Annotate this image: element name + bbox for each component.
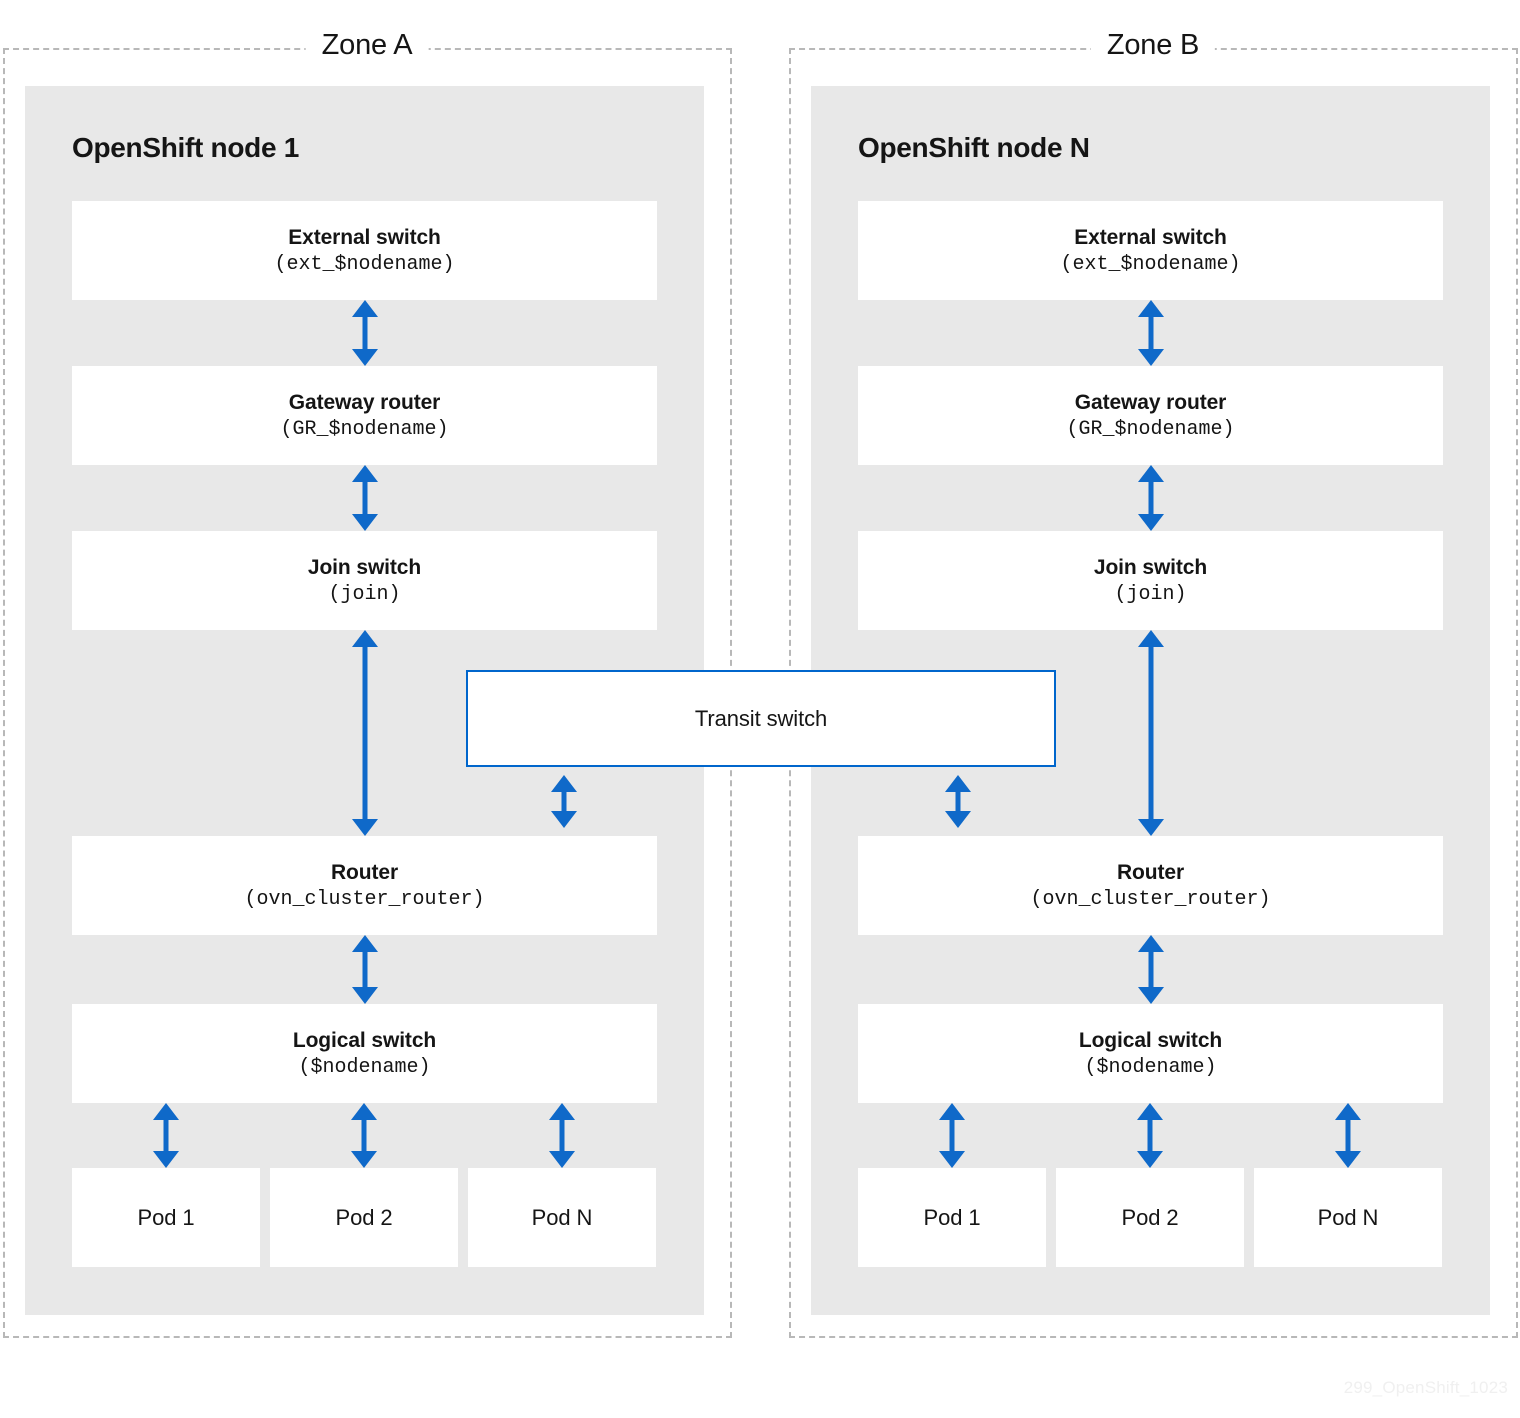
arrow-logical-switch-pod-a-1	[153, 1103, 179, 1168]
arrow-gateway-join-a	[351, 465, 378, 531]
logical-switch-box-a: Logical switch ($nodename)	[72, 1004, 657, 1103]
pod-label-b-1: Pod 1	[923, 1204, 981, 1230]
arrow-logical-switch-pod-a-3	[549, 1103, 575, 1168]
external-switch-subtitle-b: (ext_$nodename)	[1060, 252, 1241, 276]
router-box-a: Router (ovn_cluster_router)	[72, 836, 657, 935]
gateway-router-box-a: Gateway router (GR_$nodename)	[72, 366, 657, 465]
arrow-external-gateway-a	[351, 300, 378, 366]
arrow-logical-switch-pod-b-1	[939, 1103, 965, 1168]
arrow-transit-router-b	[945, 775, 971, 828]
arrow-router-logical-switch-b	[1137, 935, 1164, 1004]
arrow-join-router-b	[1137, 630, 1164, 836]
pod-label-b-3: Pod N	[1317, 1204, 1379, 1230]
gateway-router-title-a: Gateway router	[288, 390, 441, 414]
transit-switch-box: Transit switch	[466, 670, 1056, 767]
join-switch-subtitle-b: (join)	[1114, 582, 1187, 606]
pod-box-b-3: Pod N	[1254, 1168, 1442, 1267]
pod-box-b-1: Pod 1	[858, 1168, 1046, 1267]
arrow-gateway-join-b	[1137, 465, 1164, 531]
join-switch-subtitle-a: (join)	[328, 582, 401, 606]
pod-label-a-3: Pod N	[531, 1204, 593, 1230]
external-switch-title-a: External switch	[288, 225, 441, 249]
figure-id-watermark: 299_OpenShift_1023	[1343, 1378, 1508, 1397]
pod-label-a-1: Pod 1	[137, 1204, 195, 1230]
external-switch-box-b: External switch (ext_$nodename)	[858, 201, 1443, 300]
external-switch-title-b: External switch	[1074, 225, 1227, 249]
logical-switch-subtitle-a: ($nodename)	[298, 1055, 431, 1079]
arrow-logical-switch-pod-b-3	[1335, 1103, 1361, 1168]
logical-switch-title-a: Logical switch	[292, 1028, 437, 1052]
arrow-external-gateway-b	[1137, 300, 1164, 366]
router-title-b: Router	[1116, 860, 1185, 884]
router-box-b: Router (ovn_cluster_router)	[858, 836, 1443, 935]
node-title-b: OpenShift node N	[858, 132, 1090, 163]
pod-label-a-2: Pod 2	[335, 1204, 393, 1230]
pod-box-b-2: Pod 2	[1056, 1168, 1244, 1267]
router-title-a: Router	[330, 860, 399, 884]
logical-switch-title-b: Logical switch	[1078, 1028, 1223, 1052]
router-subtitle-a: (ovn_cluster_router)	[244, 887, 485, 911]
node-title-a: OpenShift node 1	[72, 132, 299, 163]
join-switch-title-b: Join switch	[1093, 555, 1208, 579]
pod-box-a-2: Pod 2	[270, 1168, 458, 1267]
zone-a-label: Zone A	[305, 24, 429, 66]
external-switch-subtitle-a: (ext_$nodename)	[274, 252, 455, 276]
pod-box-a-1: Pod 1	[72, 1168, 260, 1267]
transit-switch-label: Transit switch	[694, 705, 828, 731]
arrow-logical-switch-pod-b-2	[1137, 1103, 1163, 1168]
router-subtitle-b: (ovn_cluster_router)	[1030, 887, 1271, 911]
join-switch-box-a: Join switch (join)	[72, 531, 657, 630]
logical-switch-subtitle-b: ($nodename)	[1084, 1055, 1217, 1079]
arrow-router-logical-switch-a	[351, 935, 378, 1004]
gateway-router-box-b: Gateway router (GR_$nodename)	[858, 366, 1443, 465]
pod-box-a-3: Pod N	[468, 1168, 656, 1267]
pod-label-b-2: Pod 2	[1121, 1204, 1179, 1230]
join-switch-title-a: Join switch	[307, 555, 422, 579]
external-switch-box-a: External switch (ext_$nodename)	[72, 201, 657, 300]
zone-b-label: Zone B	[1090, 24, 1216, 66]
gateway-router-subtitle-b: (GR_$nodename)	[1066, 417, 1235, 441]
arrow-join-router-a	[351, 630, 378, 836]
gateway-router-subtitle-a: (GR_$nodename)	[280, 417, 449, 441]
join-switch-box-b: Join switch (join)	[858, 531, 1443, 630]
gateway-router-title-b: Gateway router	[1074, 390, 1227, 414]
logical-switch-box-b: Logical switch ($nodename)	[858, 1004, 1443, 1103]
arrow-transit-router-a	[551, 775, 577, 828]
arrow-logical-switch-pod-a-2	[351, 1103, 377, 1168]
